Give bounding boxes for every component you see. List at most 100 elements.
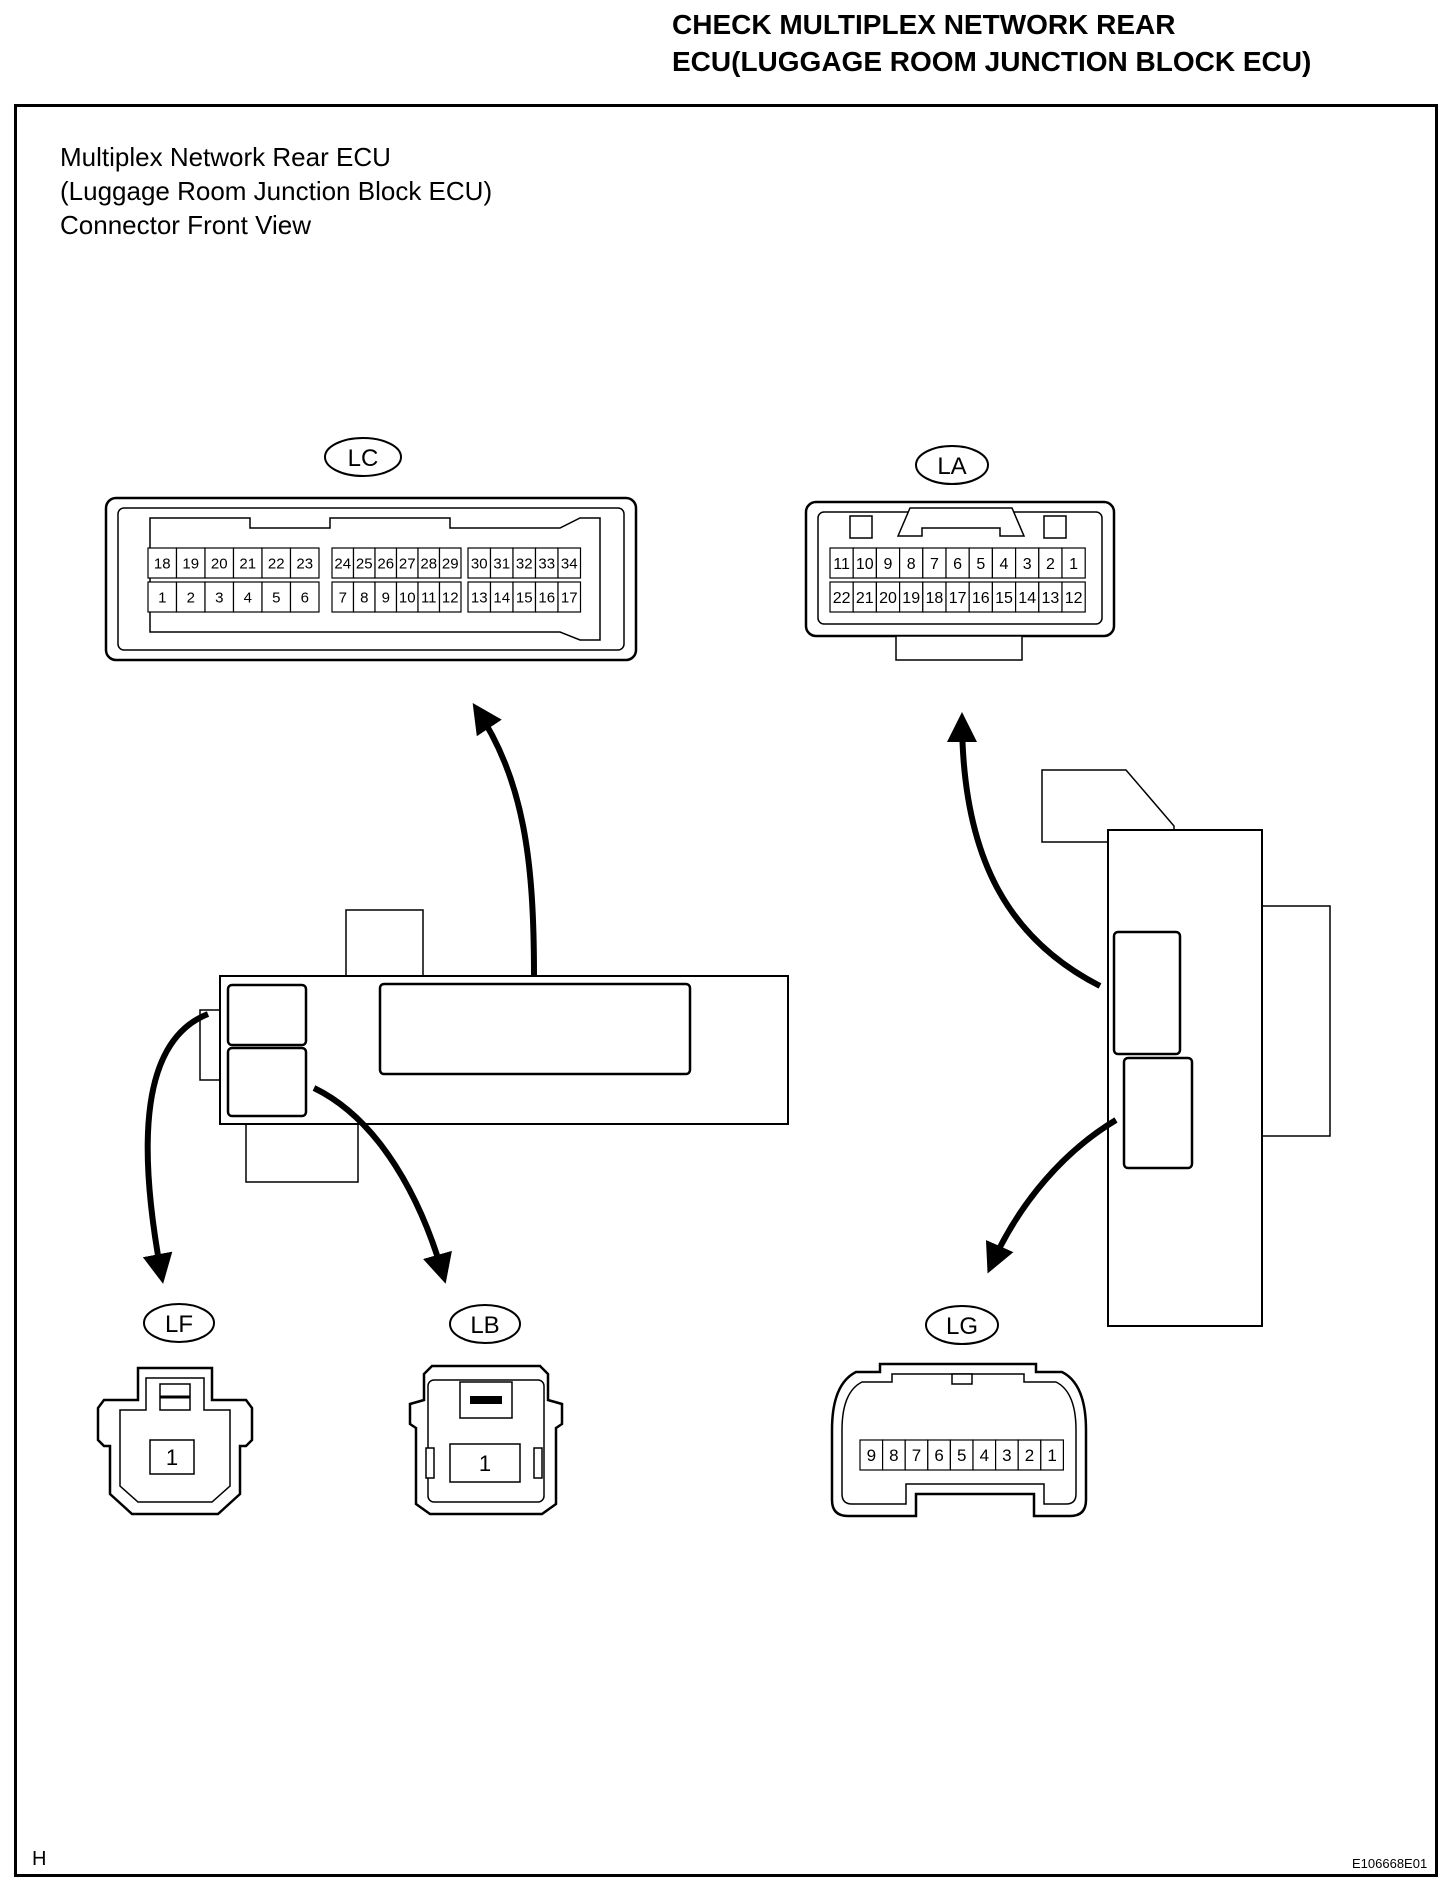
connector-lb: LB 1 [408,1304,564,1516]
la-pin-top-8: 8 [907,556,916,573]
lc-pin-top-23-cell [289,547,320,579]
la-pin-bottom-20: 20 [879,590,897,607]
lc-pin-top-29: 29 [442,555,459,572]
ecu-right-la-port [1112,930,1182,1056]
caption-line-2: (Luggage Room Junction Block ECU) [60,176,493,206]
lc-pin-top-21-cell [232,547,263,579]
lc-pin-bottom-12-cell [438,581,462,613]
lc-pin-top-19: 19 [182,555,199,572]
connector-lf: LF 1 [96,1303,254,1516]
lc-pin-bottom-16: 16 [538,589,555,606]
lc-pin-top-33: 33 [538,555,555,572]
connector-lc: LC 1811922032142252362472582692710281129… [104,437,638,662]
lc-pin-bottom-4-cell [232,581,263,613]
lb-pin-number: 1 [479,1451,491,1476]
lf-pin-number: 1 [166,1445,178,1470]
lb-latch-bar [470,1396,502,1404]
lc-label-oval [324,437,402,477]
lg-label-oval [925,1305,999,1345]
lc-pin-bottom-3: 3 [215,589,223,606]
la-label-oval [915,445,989,485]
lg-housing-inner [841,1373,1077,1505]
lc-pin-top-19-cell [175,547,206,579]
lb-label: LB [470,1312,499,1339]
ecu-left-lc-port [378,982,692,1076]
lc-pin-bottom-14: 14 [493,589,510,606]
lc-pin-top-30: 30 [471,555,488,572]
la-pin-bottom-21: 21 [856,590,874,607]
lc-pin-top-34: 34 [561,555,578,572]
la-pin-bottom-16: 16 [972,590,990,607]
la-pin-bottom-19: 19 [902,590,920,607]
diagram-frame [14,104,1438,1877]
lc-pin-top-20-cell [204,547,235,579]
la-pin-top-6: 6 [953,556,962,573]
lc-pin-bottom-8: 8 [360,589,368,606]
lc-pin-top-23: 23 [296,555,313,572]
lc-pin-bottom-17: 17 [561,589,578,606]
lc-cavity [149,517,601,641]
lc-pin-bottom-6-cell [289,581,320,613]
lc-pin-bottom-6: 6 [301,589,309,606]
ecu-right-body [1041,769,1331,1327]
lc-pin-top-27: 27 [399,555,416,572]
lc-pin-top-20: 20 [211,555,228,572]
diagram-caption: Multiplex Network Rear ECU (Luggage Room… [60,140,492,242]
lc-pin-top-24: 24 [334,555,351,572]
corner-mark: H [32,1848,47,1870]
la-pin-bottom-22: 22 [833,590,851,607]
lc-pin-top-25: 25 [356,555,373,572]
arrow-to-lc [472,703,537,977]
lg-key [951,1373,973,1385]
lf-label-oval [143,1303,215,1343]
arrow-to-la [947,712,1102,989]
lc-pin-bottom-12: 12 [442,589,459,606]
lc-pin-top-22: 22 [268,555,285,572]
lc-pin-top-21: 21 [239,555,256,572]
lb-label-oval [449,1304,521,1344]
la-pin-top-1: 1 [1069,556,1078,573]
la-label: LA [937,453,966,480]
lc-pin-top-31: 31 [493,555,510,572]
la-pin-top-4: 4 [1000,556,1009,573]
lc-pin-top-32: 32 [516,555,533,572]
lc-pin-bottom-5-cell [261,581,292,613]
lc-pin-bottom-1: 1 [158,589,166,606]
title-line-2: ECU(LUGGAGE ROOM JUNCTION BLOCK ECU) [672,46,1312,77]
ecu-left-body [199,909,789,1183]
lc-pin-bottom-10: 10 [399,589,416,606]
lc-pin-top-18: 18 [154,555,171,572]
lc-pin-top-29-cell [438,547,462,579]
figure-id: E106668E01 [1352,1856,1428,1871]
title-line-1: CHECK MULTIPLEX NETWORK REAR [672,9,1176,40]
page-title: CHECK MULTIPLEX NETWORK REAR ECU(LUGGAGE… [672,6,1311,80]
lc-pin-bottom-2: 2 [187,589,195,606]
lg-pin-8: 8 [889,1446,898,1465]
lb-rib-left [425,1447,435,1479]
ecu-left-top-tab [345,909,424,977]
lc-pin-top-34-cell [557,547,582,579]
arrow-to-lf [142,1011,210,1284]
lf-pin-cell [149,1439,195,1475]
la-pin-bottom-18: 18 [926,590,944,607]
la-key [896,507,1026,537]
lg-pin-3: 3 [1002,1446,1011,1465]
lg-pin-2: 2 [1025,1446,1034,1465]
lg-pin-6: 6 [934,1446,943,1465]
la-latch-right [1043,515,1067,539]
lb-pin-cell [449,1443,521,1483]
lc-pin-bottom-11: 11 [421,589,437,606]
lc-pin-top-28: 28 [420,555,437,572]
lg-pin-9: 9 [867,1446,876,1465]
ecu-left-lb-port [226,1046,308,1118]
caption-line-3: Connector Front View [60,210,311,240]
lg-pin-4: 4 [980,1446,989,1465]
ecu-left-lf-port [226,983,308,1047]
la-pin-top-2: 2 [1046,556,1055,573]
la-pin-bottom-15: 15 [995,590,1013,607]
lc-pin-bottom-17-cell [557,581,582,613]
lf-label: LF [165,1311,193,1338]
la-pin-bottom-13: 13 [1042,590,1060,607]
